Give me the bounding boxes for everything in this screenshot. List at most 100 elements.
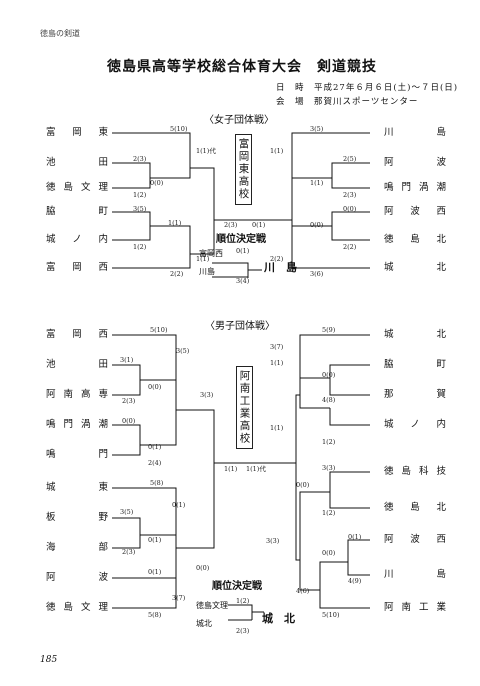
men-score: 5(8) bbox=[148, 611, 162, 619]
women-score: 5(10) bbox=[170, 125, 188, 133]
men-ranking-score-a: 1(2) bbox=[236, 597, 250, 605]
w-line-l8 bbox=[150, 225, 191, 254]
women-champion: 富岡東高校 bbox=[235, 134, 252, 205]
women-ranking-score-a: 0(1) bbox=[236, 247, 250, 255]
men-score: 1(1) bbox=[270, 424, 284, 432]
women-score: 1(2) bbox=[133, 243, 147, 251]
men-score: 0(0) bbox=[296, 481, 310, 489]
men-left-team: 城東 bbox=[46, 482, 108, 493]
men-score: 2(3) bbox=[122, 548, 136, 556]
men-score: 3(1) bbox=[120, 356, 134, 364]
women-right-team: 川島 bbox=[384, 127, 446, 138]
women-ranking-team-b: 川島 bbox=[199, 267, 215, 276]
page-title: 徳島県高等学校総合体育大会 剣道競技 bbox=[107, 59, 377, 75]
w-line-r8 bbox=[291, 225, 332, 254]
men-ranking-team-b: 城北 bbox=[196, 619, 212, 628]
m-line-r9 bbox=[329, 492, 370, 509]
w-line-l2 bbox=[112, 162, 151, 178]
men-right-team: 城ノ内 bbox=[384, 419, 446, 430]
men-score: 2(4) bbox=[148, 459, 162, 467]
men-score: 0(0) bbox=[322, 371, 336, 379]
m-line-l2 bbox=[112, 364, 141, 380]
men-score: 0(0) bbox=[322, 549, 336, 557]
men-right-team: 那賀 bbox=[384, 389, 446, 400]
men-left-team: 鳴門渦潮 bbox=[46, 419, 108, 430]
w-line-l7 bbox=[112, 226, 151, 241]
m-line-l11 bbox=[112, 535, 141, 549]
m-line-r16 bbox=[295, 463, 300, 561]
m-line-l7 bbox=[140, 380, 177, 446]
m-line-l14 bbox=[112, 578, 177, 609]
m-line-r12 bbox=[347, 562, 370, 576]
men-score: 0(1) bbox=[148, 568, 162, 576]
women-score: 1(1) bbox=[270, 147, 284, 155]
men-left-team: 富岡西 bbox=[46, 329, 108, 340]
women-left-team: 徳島文理 bbox=[46, 182, 108, 193]
women-score: 3(5) bbox=[133, 205, 147, 213]
w-line-l3 bbox=[112, 178, 151, 189]
women-score: 0(0) bbox=[310, 221, 324, 229]
women-score: 2(2) bbox=[343, 243, 357, 251]
men-score: 0(1) bbox=[348, 533, 362, 541]
w-line-l5 bbox=[190, 167, 215, 220]
men-left-team: 海部 bbox=[46, 542, 108, 553]
men-score: 4(9) bbox=[348, 577, 362, 585]
men-score: 3(7) bbox=[270, 343, 284, 351]
women-ranking-score-b: 3(4) bbox=[236, 277, 250, 285]
event-date: 日 時 平成27年６月６日(土)～７日(日) bbox=[276, 83, 459, 93]
women-right-team: 鳴門渦潮 bbox=[384, 182, 446, 193]
w-line-l4 bbox=[150, 168, 191, 179]
men-score: 5(10) bbox=[322, 611, 340, 619]
men-score: 0(0) bbox=[122, 417, 136, 425]
men-right-team: 城北 bbox=[384, 329, 446, 340]
men-left-team: 鳴門 bbox=[46, 449, 108, 460]
women-section-title: 〈女子団体戦〉 bbox=[204, 115, 274, 126]
men-score: 0(1) bbox=[148, 536, 162, 544]
men-right-team: 脇町 bbox=[384, 359, 446, 370]
men-left-team: 阿波 bbox=[46, 572, 108, 583]
women-score: 0(0) bbox=[343, 205, 357, 213]
m-line-l8 bbox=[176, 409, 215, 463]
men-score: 3(7) bbox=[172, 594, 186, 602]
women-right-team: 阿波西 bbox=[384, 206, 446, 217]
women-left-team: 城ノ内 bbox=[46, 234, 108, 245]
w-line-l9 bbox=[112, 254, 191, 269]
w-line-r6 bbox=[331, 211, 370, 226]
men-score: 4(8) bbox=[322, 396, 336, 404]
men-left-team: 池田 bbox=[46, 359, 108, 370]
m-line-r6 bbox=[299, 378, 330, 409]
women-score: 2(2) bbox=[270, 255, 284, 263]
men-score: 0(1) bbox=[148, 443, 162, 451]
women-left-team: 富岡東 bbox=[46, 127, 108, 138]
w-line-r3 bbox=[331, 178, 370, 189]
men-score: 1(1)代 bbox=[246, 465, 266, 473]
women-score: 2(3) bbox=[343, 191, 357, 199]
men-score: 5(10) bbox=[150, 326, 168, 334]
m-line-r15 bbox=[299, 560, 320, 591]
m-line-l10 bbox=[112, 517, 141, 535]
men-score: 3(3) bbox=[322, 464, 336, 472]
women-ranking-team-a: 富岡西 bbox=[199, 249, 223, 258]
men-score: 0(1) bbox=[172, 501, 186, 509]
w-line-l1 bbox=[112, 132, 191, 168]
women-score: 3(6) bbox=[310, 270, 324, 278]
m-line-l3 bbox=[112, 380, 141, 396]
women-score: 2(2) bbox=[170, 270, 184, 278]
women-left-team: 池田 bbox=[46, 157, 108, 168]
women-score: 2(3) bbox=[133, 155, 147, 163]
women-score: 1(1) bbox=[196, 255, 210, 263]
men-score: 1(1) bbox=[224, 465, 238, 473]
men-left-team: 阿南高専 bbox=[46, 389, 108, 400]
women-score: 2(5) bbox=[343, 155, 357, 163]
m-line-l5 bbox=[112, 424, 141, 445]
men-score: 5(8) bbox=[150, 479, 164, 487]
men-score: 2(3) bbox=[122, 397, 136, 405]
women-score: 2(3) bbox=[224, 221, 238, 229]
men-ranking-score-b: 2(3) bbox=[236, 627, 250, 635]
m-line-r5 bbox=[329, 408, 370, 426]
women-ranking-winner: 川 島 bbox=[264, 261, 297, 274]
men-score: 3(3) bbox=[266, 537, 280, 545]
m-line-r10 bbox=[299, 491, 330, 560]
men-left-team: 板野 bbox=[46, 512, 108, 523]
